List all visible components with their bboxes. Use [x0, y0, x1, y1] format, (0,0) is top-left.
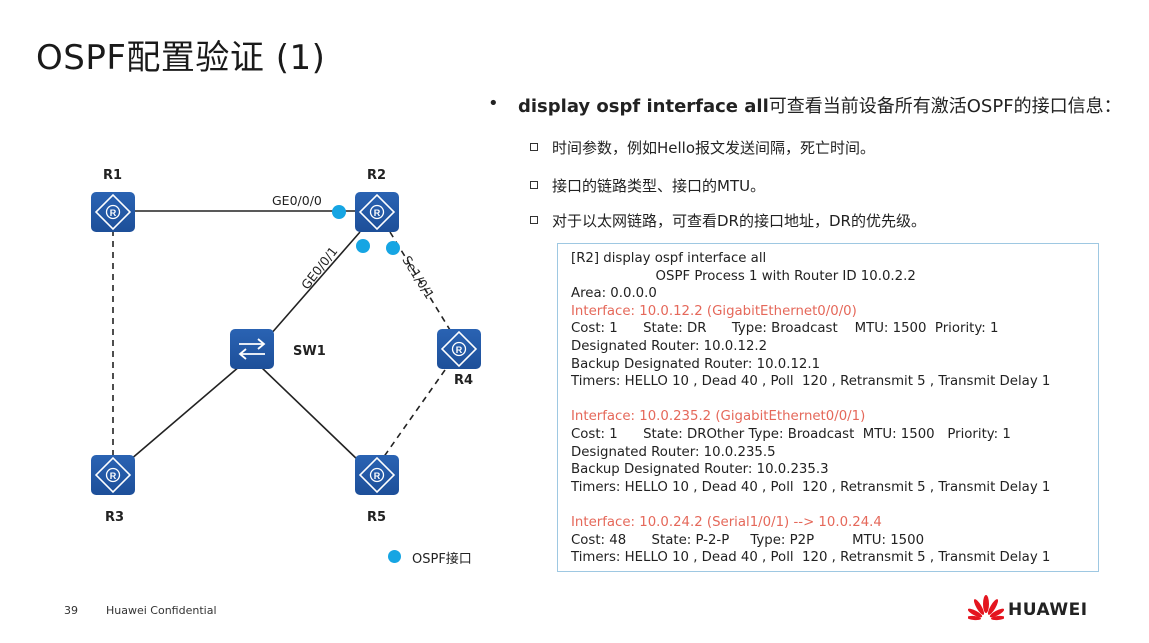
- svg-text:R: R: [110, 208, 117, 218]
- cli-line: [571, 391, 1098, 409]
- router-r4-icon: R: [437, 329, 481, 369]
- svg-text:R: R: [456, 345, 463, 355]
- router-icon: R: [94, 193, 132, 231]
- cli-interface-line: Interface: 10.0.12.2 (GigabitEthernet0/0…: [571, 303, 857, 319]
- cli-line: [R2] display ospf interface all: [571, 251, 767, 266]
- switch-sw1-icon: [230, 329, 274, 369]
- cli-line: Backup Designated Router: 10.0.235.3: [571, 462, 829, 478]
- node-label-r4: R4: [454, 373, 474, 388]
- router-r3-icon: R: [91, 455, 135, 495]
- cli-line: Timers: HELLO 10 , Dead 40 , Poll 120 , …: [571, 550, 1051, 566]
- node-label-sw1: SW1: [293, 344, 326, 359]
- square-bullet-icon: [530, 143, 538, 151]
- cli-interface-line: Interface: 10.0.24.2 (Serial1/0/1) --> 1…: [571, 514, 882, 530]
- node-label-r5: R5: [367, 510, 387, 525]
- cli-line: Cost: 48 State: P-2-P Type: P2P MTU: 150…: [571, 532, 925, 548]
- ospf-interface-dot: [386, 241, 400, 255]
- legend-dot-icon: [388, 550, 401, 563]
- cli-line: Designated Router: 10.0.12.2: [571, 338, 768, 354]
- node-label-r2: R2: [367, 168, 387, 183]
- cli-line: Timers: HELLO 10 , Dead 40 , Poll 120 , …: [571, 479, 1051, 495]
- main-bullet-rest: 可查看当前设备所有激活OSPF的接口信息：: [768, 96, 1122, 117]
- cli-line: Area: 0.0.0.0: [571, 286, 657, 302]
- main-bullet-text: display ospf interface all可查看当前设备所有激活OSP…: [518, 92, 1122, 118]
- cli-line: [571, 496, 1098, 514]
- huawei-wordmark: HUAWEI: [1008, 600, 1088, 620]
- node-label-r3: R3: [105, 510, 125, 525]
- cli-line: OSPF Process 1 with Router ID 10.0.2.2: [571, 268, 916, 284]
- sub-bullet-text: 对于以太网链路，可查看DR的接口地址，DR的优先级。: [552, 212, 926, 230]
- router-icon: R: [440, 330, 478, 368]
- node-label-r1: R1: [103, 168, 123, 183]
- square-bullet-icon: [530, 181, 538, 189]
- cli-interface-line: Interface: 10.0.235.2 (GigabitEthernet0/…: [571, 409, 866, 425]
- link-sw1-r3: [129, 365, 241, 461]
- cli-line: Designated Router: 10.0.235.5: [571, 444, 776, 460]
- link-r2-sw1: [269, 231, 361, 336]
- svg-text:R: R: [374, 471, 381, 481]
- page-number: 39: [64, 604, 78, 617]
- link-r4-r5: [382, 369, 446, 459]
- sub-bullet-text: 时间参数，例如Hello报文发送间隔，死亡时间。: [552, 139, 876, 157]
- router-icon: R: [358, 193, 396, 231]
- cli-line: Backup Designated Router: 10.0.12.1: [571, 356, 821, 372]
- router-r5-icon: R: [355, 455, 399, 495]
- command-text: display ospf interface all: [518, 96, 769, 117]
- svg-text:R: R: [374, 208, 381, 218]
- router-icon: R: [358, 456, 396, 494]
- switch-icon: [238, 338, 266, 360]
- link-sw1-r5: [259, 365, 361, 463]
- ospf-interface-dot: [356, 239, 370, 253]
- port-label-ge000: GE0/0/0: [272, 193, 322, 208]
- huawei-flower-icon: [968, 595, 1004, 621]
- sub-bullet-text: 接口的链路类型、接口的MTU。: [552, 177, 766, 195]
- router-r2-icon: R: [355, 192, 399, 232]
- svg-text:R: R: [110, 471, 117, 481]
- cli-line: Timers: HELLO 10 , Dead 40 , Poll 120 , …: [571, 374, 1051, 390]
- confidential-label: Huawei Confidential: [106, 604, 217, 617]
- network-topology-diagram: [112, 205, 451, 463]
- cli-line: Cost: 1 State: DROther Type: Broadcast M…: [571, 426, 1011, 442]
- huawei-logo: HUAWEI: [968, 594, 1098, 624]
- ospf-interface-dot: [332, 205, 346, 219]
- legend-label: OSPF接口: [412, 552, 472, 567]
- router-r1-icon: R: [91, 192, 135, 232]
- router-icon: R: [94, 456, 132, 494]
- cli-output-box: [R2] display ospf interface all OSPF Pro…: [557, 243, 1099, 572]
- square-bullet-icon: [530, 216, 538, 224]
- bullet-dot-icon: •: [488, 93, 499, 114]
- link-r2-r4: [389, 231, 451, 331]
- cli-line: Cost: 1 State: DR Type: Broadcast MTU: 1…: [571, 321, 999, 337]
- slide-title: OSPF配置验证 (1): [36, 38, 326, 78]
